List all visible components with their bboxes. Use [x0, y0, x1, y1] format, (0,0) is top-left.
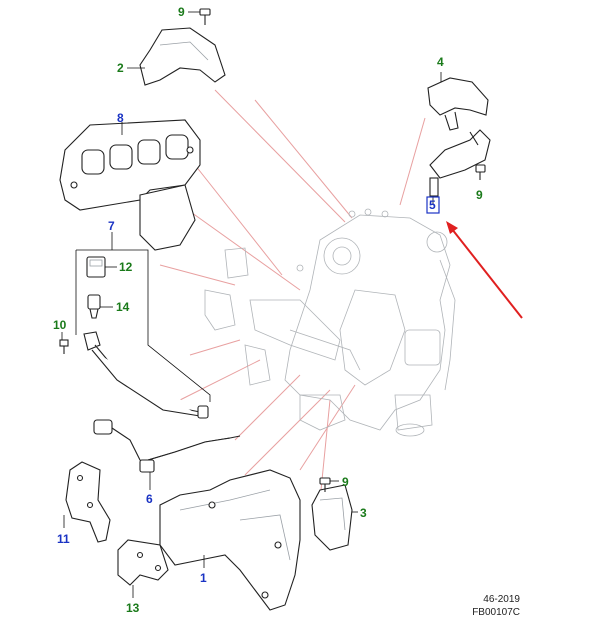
part-4-turbo-heat-shield[interactable]	[427, 72, 489, 131]
callout-8: 8	[117, 111, 124, 125]
part-12-connector[interactable]	[86, 256, 117, 278]
part-6-sensor-cable[interactable]	[93, 419, 241, 490]
part-9-bolt-right[interactable]	[475, 164, 486, 180]
footer-date-code: 46-2019	[483, 594, 520, 605]
red-arrow-icon	[446, 221, 523, 319]
callout-9-top: 9	[178, 5, 185, 19]
part-10-bolt[interactable]	[59, 332, 69, 354]
callout-5: 5	[429, 198, 436, 212]
callout-7: 7	[108, 219, 115, 233]
callout-4: 4	[437, 55, 444, 69]
engine-assembly	[204, 208, 456, 437]
callout-12: 12	[119, 260, 133, 274]
part-3-heat-shield[interactable]	[311, 484, 358, 551]
callout-2: 2	[117, 61, 124, 75]
callout-14: 14	[116, 300, 130, 314]
part-8-manifold-gasket[interactable]	[59, 119, 201, 251]
part-1-lower-heat-shield[interactable]	[159, 469, 301, 611]
part-2-heat-shield[interactable]	[127, 27, 226, 86]
callout-13: 13	[126, 601, 140, 615]
callout-1: 1	[200, 571, 207, 585]
callout-6: 6	[146, 492, 153, 506]
part-7-group-frame	[75, 232, 211, 402]
callout-11: 11	[57, 532, 70, 546]
footer-figure-id: FB00107C	[472, 607, 520, 618]
part-5-highlight-box	[426, 196, 440, 214]
part-14-sensor[interactable]	[87, 294, 113, 319]
callout-10: 10	[53, 318, 67, 332]
callout-9-right: 9	[476, 188, 483, 202]
part-9-bolt-top[interactable]	[188, 8, 211, 25]
sensor-pipe	[83, 331, 209, 419]
callout-9-bottom: 9	[342, 475, 349, 489]
part-9-bolt-bottom[interactable]	[319, 477, 339, 492]
part-5-bracket[interactable]	[429, 129, 491, 205]
part-13-bracket[interactable]	[117, 539, 169, 598]
part-11-bracket[interactable]	[63, 461, 111, 543]
callout-3: 3	[360, 506, 367, 520]
